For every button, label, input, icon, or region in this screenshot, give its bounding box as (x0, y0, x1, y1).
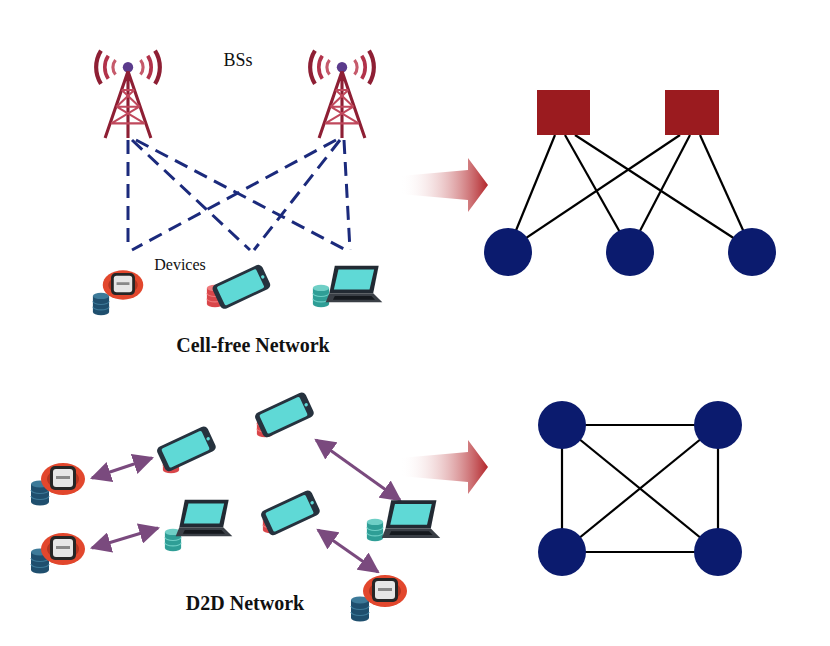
database-icon (367, 519, 383, 542)
network-caption: Cell-free Network (174, 334, 331, 357)
base-station-tower (96, 51, 160, 138)
device-vertex (538, 528, 586, 576)
phone-icon (155, 425, 217, 473)
device-vertex (694, 528, 742, 576)
base-station-label: BSs (221, 50, 254, 71)
smartwatch-icon (41, 533, 85, 565)
device-vertex (694, 401, 742, 449)
database-icon (351, 597, 369, 622)
smartwatch-icon (103, 270, 143, 299)
network-caption: D2D Network (184, 592, 306, 615)
base-station-vertex (537, 90, 590, 135)
phone-icon (259, 489, 321, 537)
database-icon (313, 285, 329, 308)
database-icon (93, 293, 109, 316)
device-label: Devices (152, 256, 208, 274)
phone-icon (253, 391, 315, 439)
smartwatch-icon (363, 575, 407, 607)
device-vertex (484, 228, 532, 276)
laptop-icon (176, 500, 233, 537)
device-vertex (606, 228, 654, 276)
base-station-tower (310, 51, 374, 138)
smartwatch-icon (41, 463, 85, 495)
laptop-icon (326, 266, 383, 303)
dashed-links (128, 140, 350, 250)
laptop-icon (382, 500, 440, 538)
d2d-links (92, 440, 400, 572)
transform-arrow (400, 158, 488, 212)
graph-edges (562, 425, 718, 552)
base-station-vertex (665, 90, 719, 135)
device-vertex (728, 228, 776, 276)
device-vertex (538, 401, 586, 449)
transform-arrow (400, 440, 488, 494)
phone-icon (211, 263, 272, 310)
